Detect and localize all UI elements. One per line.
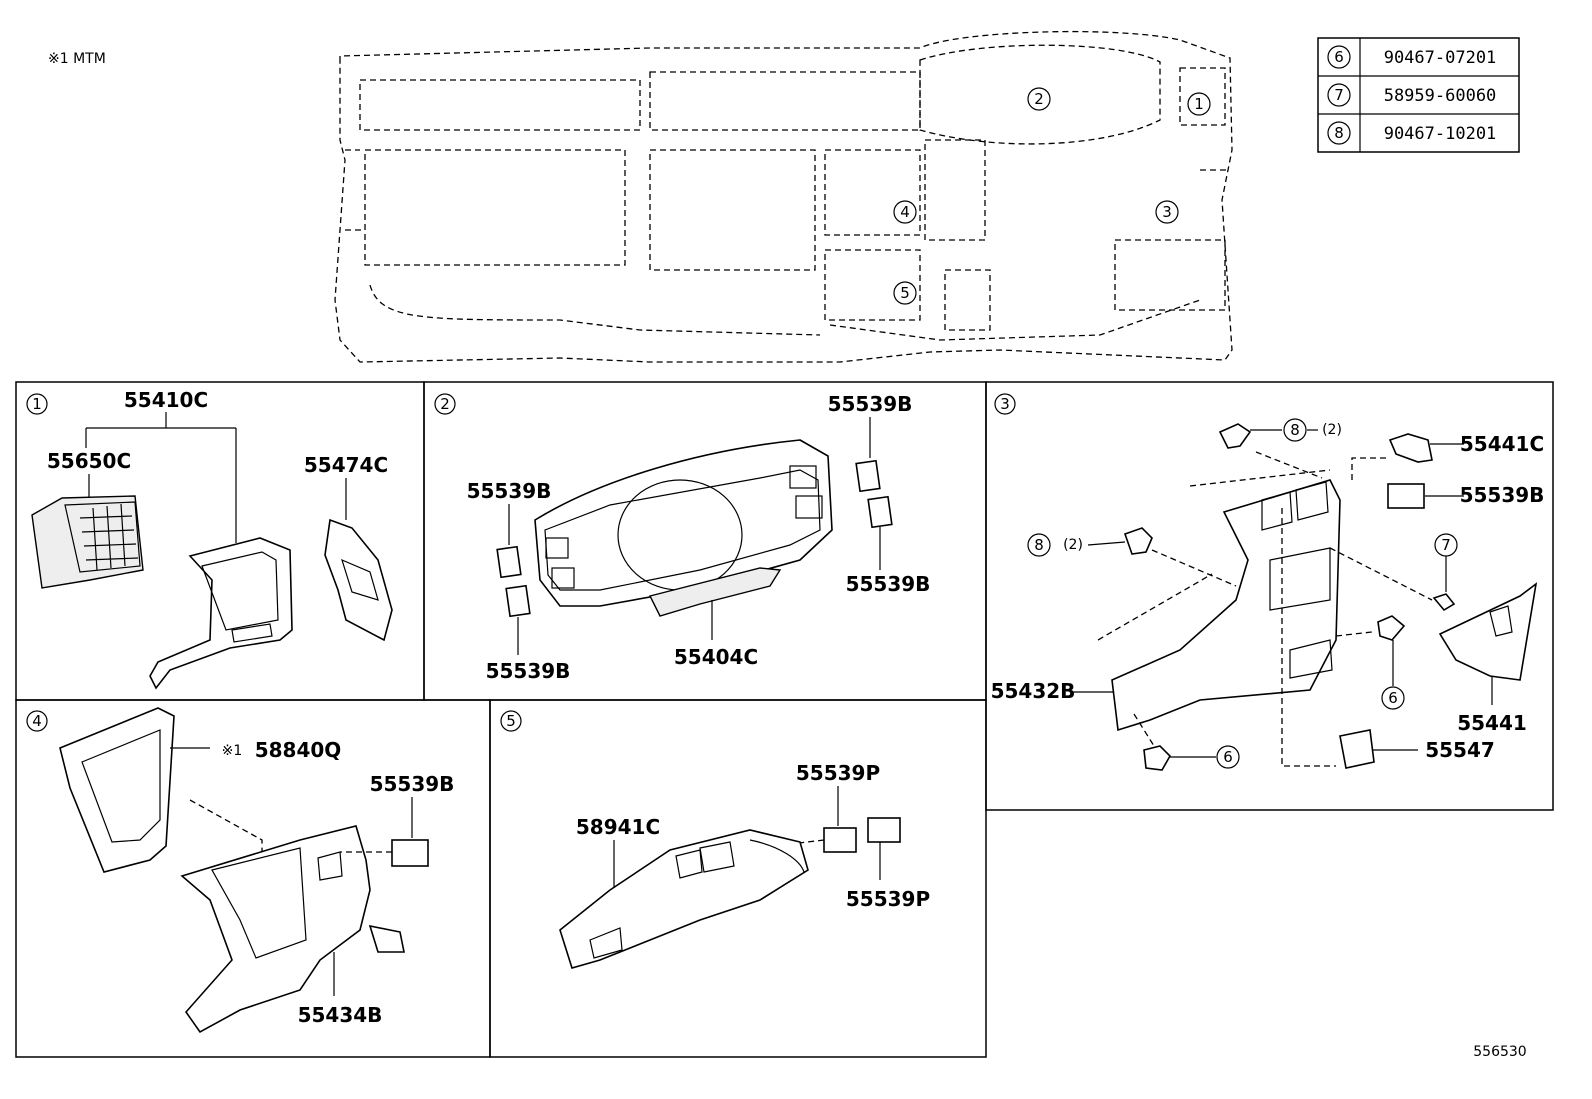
svg-text:2: 2 [1034,90,1044,108]
part-label: 58840Q [255,738,342,762]
overview-marker-2: 2 [1027,87,1051,111]
part-label: 55410C [124,388,208,412]
parts-legend-table: 6 90467-07201 7 58959-60060 8 90467-1020… [1317,37,1520,153]
overview-marker-5: 5 [893,281,917,305]
panel-number: 3 [1000,395,1010,413]
part-label: 55539P [796,761,880,785]
meter-hood-part [534,439,833,607]
svg-text:(2): (2) [1063,537,1083,553]
part-label: 55434B [298,1003,383,1027]
part-label: 55474C [304,453,388,477]
lower-console-part [180,825,371,1034]
part-label: 55539B [467,479,552,503]
part-label: 55441C [1460,432,1544,456]
part-label: 55404C [674,645,758,669]
svg-text:6: 6 [1388,689,1398,707]
svg-text:4: 4 [900,203,910,221]
side-cover-part [1438,582,1538,681]
svg-text:5: 5 [900,284,910,302]
panel-5: 5 55539P 55539P 58941C [500,710,930,969]
lower-panel-part [1111,479,1341,732]
panel-1: 1 55410C 55650C 55474C [26,388,393,690]
svg-text:6: 6 [1334,48,1344,66]
model-note: ※1 MTM [48,51,106,67]
part-label: 55650C [47,449,131,473]
air-vent-part [31,495,144,589]
svg-text:8: 8 [1334,124,1344,142]
part-label: 55539B [828,392,913,416]
panel-3: 3 8 (2) 8 (2) 55441C 55539B 7 55432B [991,393,1545,771]
part-label: 55539B [370,772,455,796]
part-label: 55539P [846,887,930,911]
overview-marker-1: 1 [1187,92,1211,116]
panel-4: 4 ※1 58840Q 55539B 55434B [26,707,455,1034]
legend-row: 8 90467-10201 [1327,121,1497,145]
part-label: 55441 [1457,711,1527,735]
side-trim-part [324,518,393,642]
panel-number: 5 [506,712,516,730]
svg-text:90467-10201: 90467-10201 [1384,124,1497,144]
part-label: 55539B [1460,483,1545,507]
part-label: 55432B [991,679,1076,703]
svg-text:58959-60060: 58959-60060 [1384,86,1497,106]
legend-row: 7 58959-60060 [1327,83,1497,107]
svg-text:7: 7 [1441,536,1451,554]
svg-text:8: 8 [1290,421,1300,439]
diagram-id: 556530 [1473,1044,1526,1060]
svg-text:(2): (2) [1322,422,1342,438]
svg-text:※1: ※1 [222,743,243,759]
svg-text:1: 1 [1194,95,1204,113]
part-label: 55547 [1425,738,1495,762]
overview-marker-3: 3 [1155,200,1179,224]
svg-text:8: 8 [1034,536,1044,554]
svg-text:7: 7 [1334,86,1344,104]
center-bezel-part [149,537,293,690]
part-label: 55539B [486,659,571,683]
svg-text:6: 6 [1223,748,1233,766]
panel-2: 2 55539B 55539B 55539B 55539B 55404C [434,392,931,683]
part-label: 55539B [846,572,931,596]
svg-text:90467-07201: 90467-07201 [1384,48,1497,68]
panel-3-frame [985,381,1554,811]
panel-number: 1 [32,395,42,413]
dashboard-overview: 2 1 4 3 5 [334,30,1233,363]
part-label: 58941C [576,815,660,839]
svg-text:3: 3 [1162,203,1172,221]
shift-boot-part [59,707,175,873]
overview-marker-4: 4 [893,200,917,224]
panel-5-frame [489,699,987,1058]
console-side-part [559,829,809,969]
panel-number: 2 [440,395,450,413]
legend-row: 6 90467-07201 [1327,45,1497,69]
panel-number: 4 [32,712,42,730]
